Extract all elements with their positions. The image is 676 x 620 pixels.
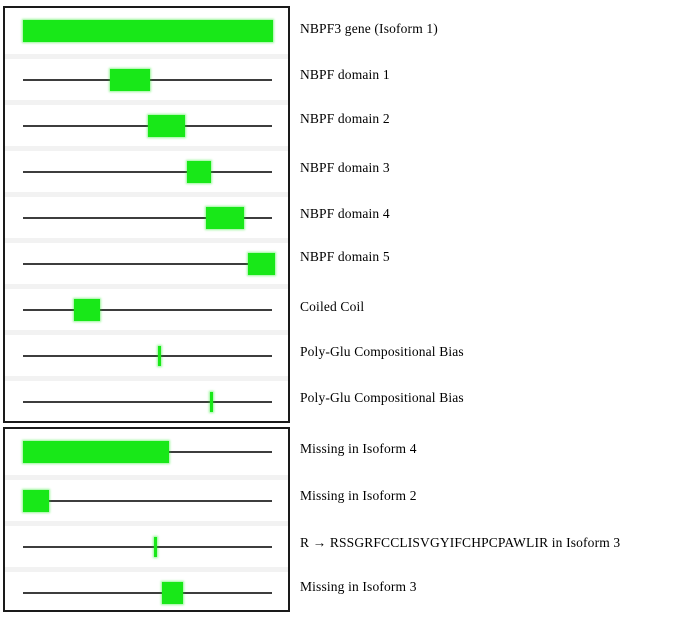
legend-label-nbpf-domain-2: NBPF domain 2 xyxy=(300,111,390,126)
feature-row-missing-isoform-2[interactable] xyxy=(5,475,288,521)
feature-row-nbpf-domain-2[interactable] xyxy=(5,100,288,146)
track-axis-line xyxy=(23,308,272,311)
track-axis-line xyxy=(23,354,272,357)
feature-row-poly-glu-bias-2[interactable] xyxy=(5,376,288,421)
legend-label-variant-rssgrf-isoform-3: R → RSSGRFCCLISVGYIFCHPCPAWLIR in Isofor… xyxy=(300,535,621,550)
track-axis-line xyxy=(23,216,272,219)
feature-block-gene-isoform-1[interactable] xyxy=(23,20,273,42)
track-axis-line xyxy=(23,400,272,403)
feature-row-nbpf-domain-4[interactable] xyxy=(5,192,288,238)
feature-row-variant-rssgrf-isoform-3[interactable] xyxy=(5,521,288,567)
feature-row-missing-isoform-4[interactable] xyxy=(5,429,288,475)
feature-block-missing-isoform-4[interactable] xyxy=(23,441,169,463)
feature-block-missing-isoform-3[interactable] xyxy=(162,581,183,604)
feature-block-nbpf-domain-3[interactable] xyxy=(187,160,211,183)
feature-row-nbpf-domain-3[interactable] xyxy=(5,146,288,192)
track-axis-line xyxy=(23,499,272,502)
feature-block-poly-glu-bias-1[interactable] xyxy=(158,345,161,366)
track-axis-line xyxy=(23,124,272,127)
feature-row-missing-isoform-3[interactable] xyxy=(5,567,288,610)
feature-block-coiled-coil[interactable] xyxy=(74,298,100,321)
legend-label-missing-isoform-2: Missing in Isoform 2 xyxy=(300,488,417,503)
feature-row-nbpf-domain-1[interactable] xyxy=(5,54,288,100)
variants-track-panel xyxy=(3,427,290,612)
legend-label-gene-isoform-1: NBPF3 gene (Isoform 1) xyxy=(300,21,438,36)
legend-label-nbpf-domain-4: NBPF domain 4 xyxy=(300,206,390,221)
legend-label-missing-isoform-3: Missing in Isoform 3 xyxy=(300,579,417,594)
feature-row-coiled-coil[interactable] xyxy=(5,284,288,330)
feature-block-nbpf-domain-5[interactable] xyxy=(248,252,275,275)
feature-block-nbpf-domain-4[interactable] xyxy=(206,206,244,229)
track-axis-line xyxy=(23,591,272,594)
feature-row-nbpf-domain-5[interactable] xyxy=(5,238,288,284)
legend-label-nbpf-domain-5: NBPF domain 5 xyxy=(300,249,390,264)
feature-block-variant-rssgrf-isoform-3[interactable] xyxy=(154,536,157,557)
domains-track-panel xyxy=(3,6,290,423)
legend-label-nbpf-domain-3: NBPF domain 3 xyxy=(300,160,390,175)
legend-label-poly-glu-bias-1: Poly-Glu Compositional Bias xyxy=(300,344,464,359)
feature-row-gene-isoform-1[interactable] xyxy=(5,8,288,54)
legend-label-missing-isoform-4: Missing in Isoform 4 xyxy=(300,441,417,456)
legend-label-nbpf-domain-1: NBPF domain 1 xyxy=(300,67,390,82)
track-axis-line xyxy=(23,170,272,173)
track-axis-line xyxy=(23,545,272,548)
legend-label-coiled-coil: Coiled Coil xyxy=(300,299,365,314)
feature-row-poly-glu-bias-1[interactable] xyxy=(5,330,288,376)
feature-block-poly-glu-bias-2[interactable] xyxy=(210,391,213,412)
feature-block-nbpf-domain-1[interactable] xyxy=(110,68,150,91)
feature-block-nbpf-domain-2[interactable] xyxy=(148,114,185,137)
legend-label-poly-glu-bias-2: Poly-Glu Compositional Bias xyxy=(300,390,464,405)
feature-block-missing-isoform-2[interactable] xyxy=(23,489,49,512)
track-axis-line xyxy=(23,262,272,265)
